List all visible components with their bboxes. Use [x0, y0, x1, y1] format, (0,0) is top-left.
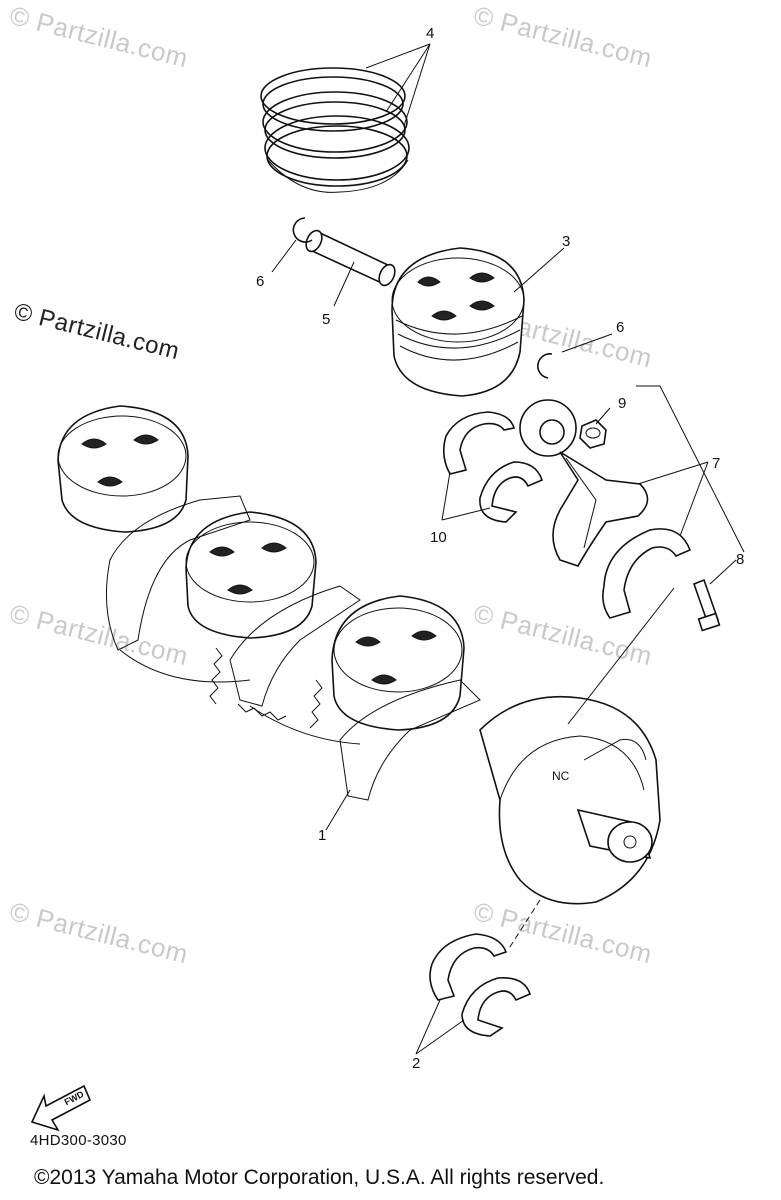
callout-1: 1	[318, 827, 327, 844]
circlip-left[interactable]	[292, 217, 313, 243]
conrod-bolt[interactable]	[692, 578, 721, 632]
piston-pin[interactable]	[303, 228, 398, 288]
callout-6-left: 6	[256, 273, 265, 290]
piston-rings[interactable]	[260, 67, 410, 193]
fwd-arrow-icon	[30, 1084, 92, 1132]
circlip-right[interactable]	[537, 353, 553, 379]
conrod-bearings[interactable]	[442, 411, 543, 523]
conrod-nut[interactable]	[579, 419, 607, 449]
callout-5: 5	[322, 311, 331, 328]
svg-text:NC: NC	[552, 769, 570, 783]
crankshaft-assembly[interactable]: NC	[57, 405, 661, 905]
callout-2: 2	[412, 1055, 421, 1072]
callout-9: 9	[618, 395, 627, 412]
callout-7: 7	[712, 455, 721, 472]
connecting-rod[interactable]	[519, 399, 692, 619]
callout-6-right: 6	[616, 319, 625, 336]
diagram-code: 4HD300-3030	[30, 1132, 127, 1149]
callout-10: 10	[430, 529, 447, 546]
callout-3: 3	[562, 233, 571, 250]
main-bearing[interactable]	[429, 933, 531, 1037]
callout-4: 4	[426, 25, 435, 42]
copyright-notice: ©2013 Yamaha Motor Corporation, U.S.A. A…	[34, 1166, 605, 1189]
piston[interactable]	[391, 247, 525, 397]
callout-8: 8	[736, 551, 745, 568]
leader-lines	[271, 43, 745, 1055]
